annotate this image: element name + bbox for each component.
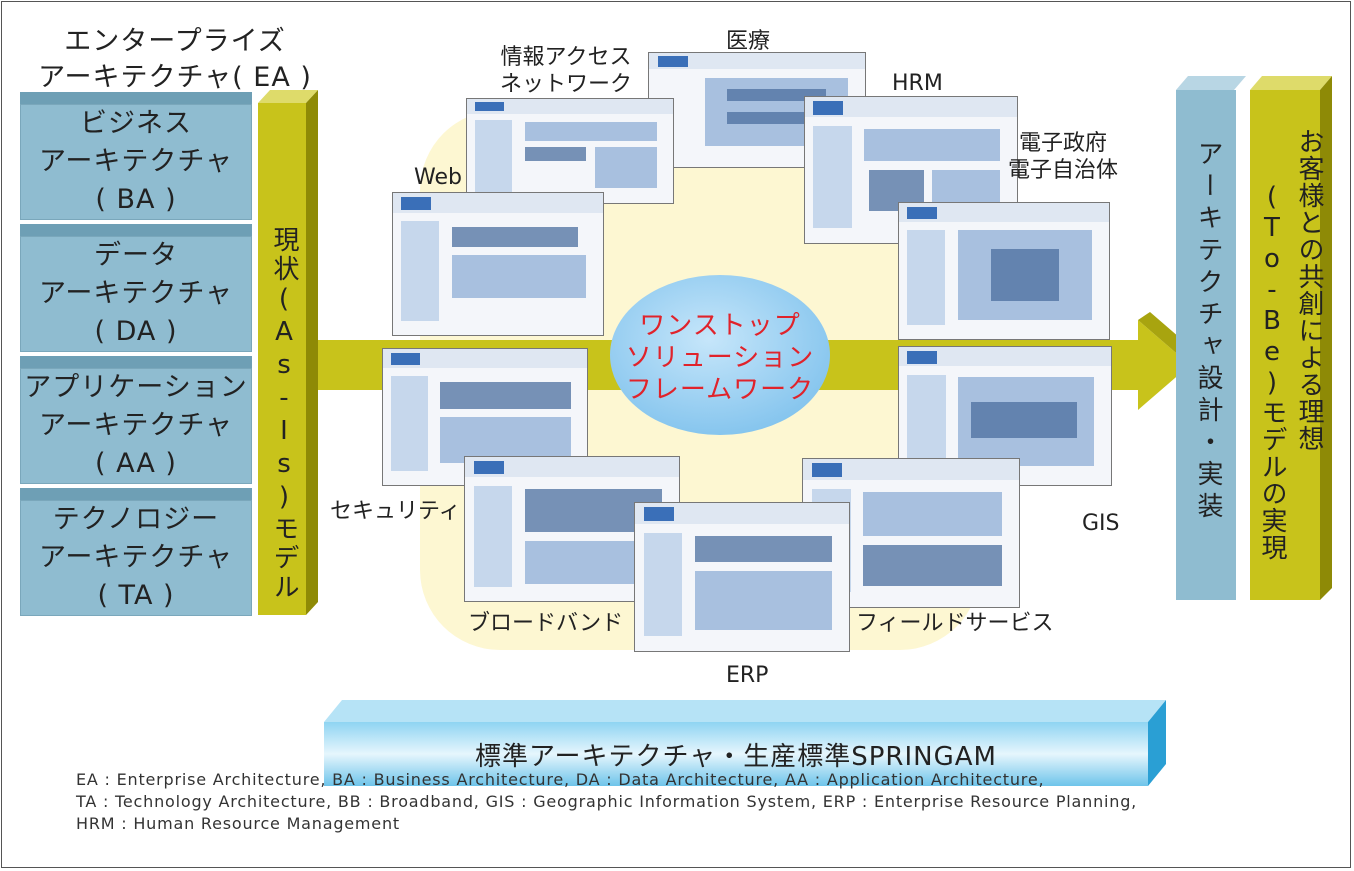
ea-box-business: ビジネス アーキテクチャ ( BA ) bbox=[20, 104, 252, 220]
tobe-label: お客様との共創による理想 (To-Be)モデルの実現 bbox=[1254, 128, 1328, 561]
architecture-label: アーキテクチャ設計・実装 bbox=[1193, 140, 1223, 524]
architecture-col bbox=[1176, 90, 1236, 600]
slide-erp bbox=[634, 502, 850, 652]
bottom-bar-label: 標準アーキテクチャ・生産標準SPRINGAM bbox=[475, 742, 997, 772]
ea-box-line: ( AA ) bbox=[95, 448, 177, 479]
ea-title-line-2: アーキテクチャ( EA ) bbox=[38, 62, 312, 93]
as-is-bar-top bbox=[258, 90, 318, 103]
slide-medical bbox=[648, 52, 866, 168]
footer-line: TA : Technology Architecture, BB : Broad… bbox=[76, 792, 1138, 811]
ea-box-line: ビジネス bbox=[80, 108, 192, 139]
label-info-access: 情報アクセス ネットワーク bbox=[500, 44, 632, 98]
footer-legend: EA : Enterprise Architecture, BA : Busin… bbox=[76, 769, 1137, 835]
ea-box-bevel bbox=[20, 488, 252, 502]
slide-info-access bbox=[466, 98, 674, 204]
label-gis: GIS bbox=[1082, 511, 1120, 536]
as-is-label: 現状(As-Is)モデル bbox=[269, 226, 299, 602]
ea-box-line: アプリケーション bbox=[24, 372, 248, 403]
label-web: Web bbox=[414, 165, 462, 190]
ea-box-line: テクノロジー bbox=[52, 504, 220, 535]
slide-egov bbox=[898, 202, 1110, 340]
bottom-bar-top bbox=[324, 700, 1166, 722]
as-is-bar-side bbox=[306, 90, 318, 615]
tobe-col-side bbox=[1320, 76, 1332, 600]
tobe-col bbox=[1250, 90, 1320, 600]
ea-box-application: アプリケーション アーキテクチャ ( AA ) bbox=[20, 368, 252, 484]
architecture-col-top bbox=[1176, 76, 1246, 90]
footer-line: EA : Enterprise Architecture, BA : Busin… bbox=[76, 770, 1045, 789]
center-title-line: ソリューション bbox=[625, 343, 815, 373]
ea-box-line: ( DA ) bbox=[94, 316, 178, 347]
ea-box-line: アーキテクチャ bbox=[38, 542, 234, 573]
label-security: セキュリティ bbox=[330, 499, 461, 524]
ea-box-line: ( BA ) bbox=[95, 184, 177, 215]
bottom-bar bbox=[324, 722, 1148, 786]
ea-box-line: データ bbox=[94, 240, 178, 271]
label-info-access-line: ネットワーク bbox=[500, 72, 633, 97]
label-field-service: フィールドサービス bbox=[856, 611, 1054, 636]
ea-box-bevel bbox=[20, 356, 252, 370]
center-title: ワンストップ ソリューション フレームワーク bbox=[610, 310, 830, 406]
slide-web bbox=[392, 192, 604, 336]
bottom-bar-side bbox=[1148, 700, 1166, 786]
ea-box-line: アーキテクチャ bbox=[38, 146, 234, 177]
footer-line: HRM : Human Resource Management bbox=[76, 814, 400, 833]
label-egov: 電子政府 電子自治体 bbox=[1008, 130, 1118, 184]
ea-box-bevel bbox=[20, 92, 252, 106]
ea-box-line: アーキテクチャ bbox=[38, 278, 234, 309]
label-medical: 医療 bbox=[726, 29, 771, 54]
ea-title-line-1: エンタープライズ bbox=[64, 26, 286, 57]
label-erp: ERP bbox=[726, 663, 769, 688]
ea-box-technology: テクノロジー アーキテクチャ ( TA ) bbox=[20, 500, 252, 616]
ea-box-data: データ アーキテクチャ ( DA ) bbox=[20, 236, 252, 352]
label-broadband: ブロードバンド bbox=[468, 611, 624, 636]
as-is-bar bbox=[258, 103, 306, 615]
tobe-label-line: (To-Be)モデルの実現 bbox=[1257, 182, 1287, 561]
center-ellipse bbox=[610, 275, 830, 435]
ea-box-bevel bbox=[20, 224, 252, 238]
label-egov-line: 電子政府 bbox=[1019, 131, 1108, 156]
tobe-col-top bbox=[1250, 76, 1332, 90]
label-info-access-line: 情報アクセス bbox=[500, 45, 632, 70]
label-egov-line: 電子自治体 bbox=[1008, 158, 1119, 183]
ea-box-line: ( TA ) bbox=[97, 580, 175, 611]
center-title-line: ワンストップ bbox=[639, 311, 801, 341]
ea-title: エンタープライズ アーキテクチャ( EA ) bbox=[30, 24, 320, 96]
center-title-line: フレームワーク bbox=[625, 375, 815, 405]
tobe-label-line: お客様との共創による理想 bbox=[1294, 128, 1324, 452]
label-hrm: HRM bbox=[892, 71, 943, 96]
ea-box-line: アーキテクチャ bbox=[38, 410, 234, 441]
